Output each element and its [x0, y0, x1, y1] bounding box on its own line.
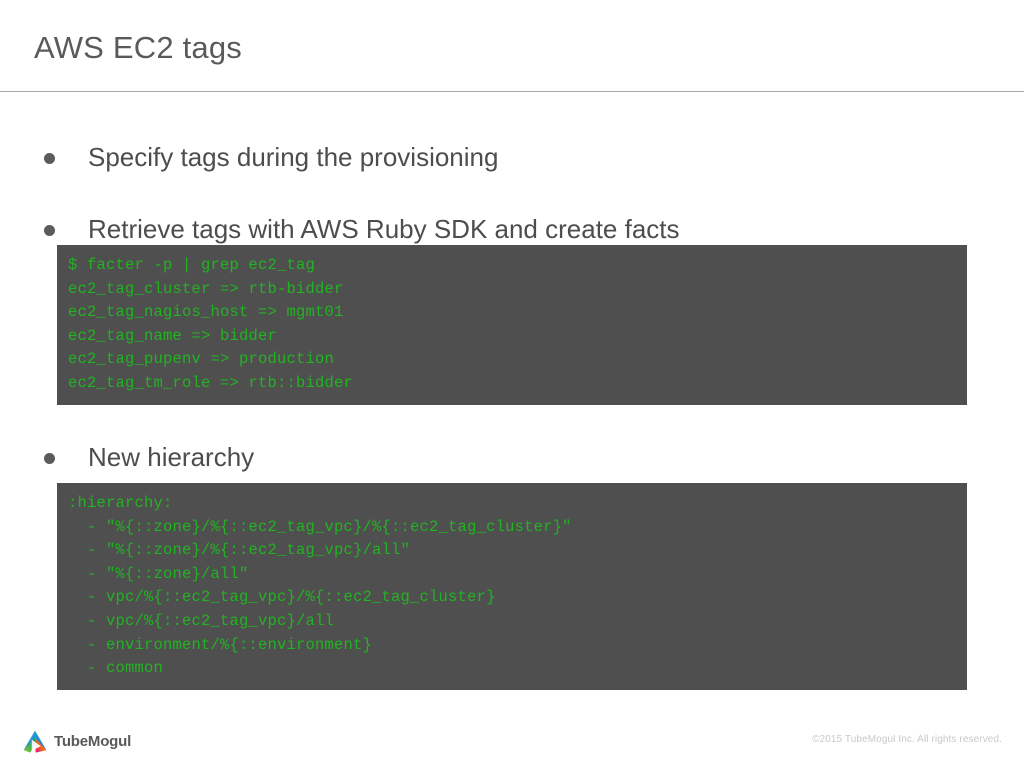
- page-title: AWS EC2 tags: [34, 30, 242, 65]
- code-line: ec2_tag_cluster => rtb-bidder: [68, 279, 344, 298]
- code-block-facter-output: $ facter -p | grep ec2_tag ec2_tag_clust…: [57, 245, 967, 405]
- code-line: - common: [68, 659, 164, 678]
- code-line: :hierarchy:: [68, 494, 173, 512]
- code-line: - "%{::zone}/%{::ec2_tag_vpc}/%{::ec2_ta…: [68, 517, 572, 536]
- header-divider: [0, 91, 1024, 92]
- bullet-label: Specify tags during the provisioning: [88, 142, 499, 172]
- brand-name: TubeMogul: [54, 733, 132, 750]
- bullet-item-2: Retrieve tags with AWS Ruby SDK and crea…: [44, 213, 680, 245]
- bullet-dot-icon: [44, 225, 55, 236]
- code-line: - environment/%{::environment}: [68, 635, 373, 654]
- code-line: $ facter -p | grep ec2_tag: [68, 256, 316, 274]
- code-line: - vpc/%{::ec2_tag_vpc}/%{::ec2_tag_clust…: [68, 588, 496, 607]
- bullet-item-1: Specify tags during the provisioning: [44, 141, 498, 173]
- bullet-label: New hierarchy: [88, 442, 255, 472]
- tubemogul-logo-icon: [22, 729, 48, 755]
- slide-header: AWS EC2 tags: [0, 0, 1024, 93]
- slide-footer: TubeMogul ©2015 TubeMogul Inc. All right…: [0, 705, 1024, 768]
- code-line: ec2_tag_pupenv => production: [68, 350, 335, 369]
- bullet-item-3: New hierarchy: [44, 441, 254, 473]
- bullet-dot-icon: [44, 153, 55, 164]
- code-line: ec2_tag_tm_role => rtb::bidder: [68, 373, 354, 392]
- brand-logo: TubeMogul: [22, 729, 131, 755]
- code-block-hiera-hierarchy: :hierarchy: - "%{::zone}/%{::ec2_tag_vpc…: [57, 483, 967, 690]
- code-line: - "%{::zone}/%{::ec2_tag_vpc}/all": [68, 541, 411, 560]
- code-line: - "%{::zone}/all": [68, 564, 249, 583]
- code-line: - vpc/%{::ec2_tag_vpc}/all: [68, 611, 335, 630]
- copyright-notice: ©2015 TubeMogul Inc. All rights reserved…: [812, 734, 1002, 745]
- bullet-dot-icon: [44, 453, 55, 464]
- code-line: ec2_tag_nagios_host => mgmt01: [68, 303, 344, 322]
- slide-body: Specify tags during the provisioning Ret…: [0, 93, 1024, 705]
- bullet-label: Retrieve tags with AWS Ruby SDK and crea…: [88, 214, 680, 244]
- code-line: ec2_tag_name => bidder: [68, 326, 278, 345]
